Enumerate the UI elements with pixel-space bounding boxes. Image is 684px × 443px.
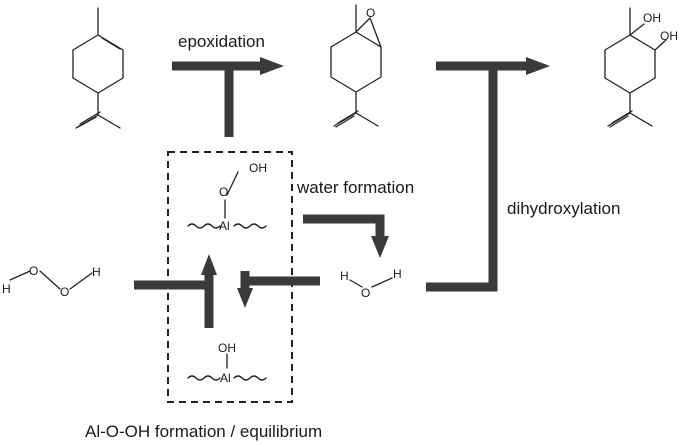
diol-oh-1-label: OH [643,11,661,25]
limonene-structure [72,7,124,129]
aloh-aluminium-label: Al [219,219,230,233]
al-oh-species: OH Al [187,341,267,385]
h2o2-inflow-arrow [134,254,217,328]
al-o-oh-species: O OH Al [187,161,267,233]
epoxidation-label: epoxidation [178,32,265,51]
water-formation-arrow [303,214,389,258]
h2o2-h-left-label: H [2,282,11,296]
epoxide-oxygen-label: O [366,6,375,20]
equilibrium-label: Al-O-OH formation / equilibrium [85,422,322,441]
equilibrium-down-arrow [237,271,320,308]
aloh-hydroxyl-label: OH [249,161,267,175]
limonene-epoxide-structure: O [330,4,382,128]
limonene-diol-structure: OH OH [604,7,678,128]
water-h-right-label: H [393,267,402,281]
dihydroxylation-arrow [426,57,550,292]
h2o2-o-2-label: O [60,285,69,299]
aloh-oxygen-label: O [219,185,228,199]
h2o2-o-1-label: O [29,264,38,278]
aloh2-hydroxyl-label: OH [218,341,236,355]
water-formation-label: water formation [296,178,414,197]
diol-oh-2-label: OH [660,29,678,43]
water-structure: H O H [340,267,402,300]
dihydroxylation-label: dihydroxylation [507,199,620,218]
h2o2-h-right-label: H [92,265,101,279]
water-h-left-label: H [340,269,349,283]
equilibrium-box [167,151,293,403]
aloh2-aluminium-label: Al [220,371,231,385]
hydrogen-peroxide-structure: H O O H [2,264,101,299]
water-o-label: O [361,286,370,300]
epoxidation-arrow [172,57,284,137]
